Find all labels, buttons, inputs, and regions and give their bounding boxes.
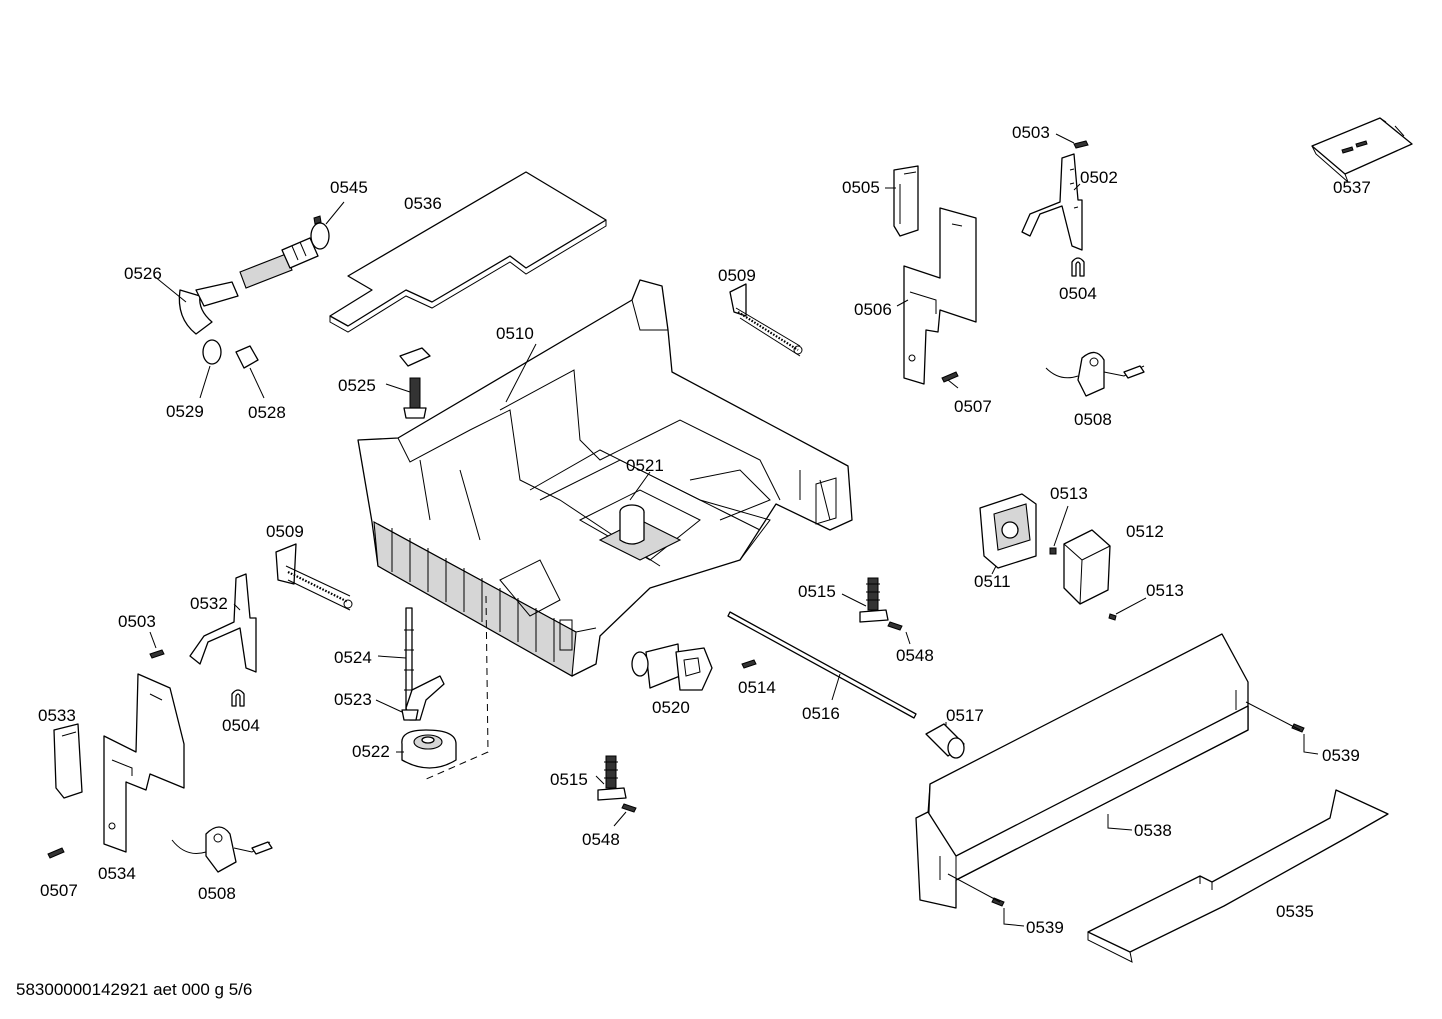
label-0539-left: 0539 <box>1026 918 1064 937</box>
label-0523: 0523 <box>334 690 372 709</box>
label-0507-left: 0507 <box>40 881 78 900</box>
label-0503-left: 0503 <box>118 612 156 631</box>
part-0512-cover <box>1063 529 1111 605</box>
part-0523-float-lever <box>375 675 445 721</box>
part-0514-screw <box>741 659 757 669</box>
part-0504-clip-top <box>1071 257 1085 277</box>
part-0513-screw-lower <box>1108 597 1147 621</box>
part-0510-base-tub <box>357 279 853 781</box>
part-0506-bracket <box>896 207 977 385</box>
part-0525-foot <box>385 347 431 419</box>
part-0528-clip <box>235 345 265 399</box>
part-0513-screw-upper <box>1049 505 1069 555</box>
label-0521: 0521 <box>626 456 664 475</box>
part-0534-bracket <box>103 673 185 853</box>
part-0545-hose-clamp <box>310 201 345 250</box>
part-0548-screw-upper <box>887 621 911 645</box>
label-0508-left: 0508 <box>198 884 236 903</box>
part-0517-cap <box>925 722 965 759</box>
label-0514: 0514 <box>738 678 776 697</box>
label-0520: 0520 <box>652 698 690 717</box>
part-0505-cover <box>885 165 919 237</box>
label-0535: 0535 <box>1276 902 1314 921</box>
part-0508-switch-left <box>171 826 273 873</box>
label-0537: 0537 <box>1333 178 1371 197</box>
label-0511: 0511 <box>974 572 1011 591</box>
label-0512: 0512 <box>1126 522 1164 541</box>
part-0509-spring-top <box>729 283 803 357</box>
label-0529: 0529 <box>166 402 204 421</box>
label-0536: 0536 <box>404 194 442 213</box>
label-0506: 0506 <box>854 300 892 319</box>
label-0526: 0526 <box>124 264 162 283</box>
part-0503-screw-top <box>1055 133 1089 149</box>
part-labels: 0503 0502 0505 0537 0545 0536 0526 0509 … <box>38 123 1371 937</box>
part-0539-screw-right <box>1245 701 1319 755</box>
label-0508-top: 0508 <box>1074 410 1112 429</box>
part-0548-screw-lower <box>613 803 637 827</box>
part-0515-foot-upper <box>841 577 889 623</box>
part-0511-housing <box>979 493 1037 575</box>
label-0522: 0522 <box>352 742 390 761</box>
label-0504-top: 0504 <box>1059 284 1097 303</box>
label-0539-right: 0539 <box>1322 746 1360 765</box>
label-0534: 0534 <box>98 864 136 883</box>
part-0502-bracket <box>1021 153 1083 251</box>
part-0509-spring-left <box>275 543 353 611</box>
label-0548-upper: 0548 <box>896 646 934 665</box>
label-0510: 0510 <box>496 324 534 343</box>
part-0533-cover <box>53 723 83 799</box>
label-0545: 0545 <box>330 178 368 197</box>
label-0548-lower: 0548 <box>582 830 620 849</box>
label-0524: 0524 <box>334 648 372 667</box>
label-0513-upper: 0513 <box>1050 484 1088 503</box>
label-0507-top: 0507 <box>954 397 992 416</box>
part-0520-inlet-valve <box>631 643 713 691</box>
label-0509-top: 0509 <box>718 266 756 285</box>
label-0513-lower: 0513 <box>1146 581 1184 600</box>
label-0517: 0517 <box>946 706 984 725</box>
label-0532: 0532 <box>190 594 228 613</box>
part-0504-clip-left <box>231 689 245 707</box>
part-0508-switch-top <box>1045 351 1145 397</box>
part-0539-screw-left <box>947 873 1025 927</box>
label-0502: 0502 <box>1080 168 1118 187</box>
label-0515-lower: 0515 <box>550 770 588 789</box>
label-0505: 0505 <box>842 178 880 197</box>
label-0538: 0538 <box>1134 821 1172 840</box>
document-id: 58300000142921 aet 000 g 5/6 <box>16 980 253 999</box>
part-0537-screw-bag <box>1311 117 1413 183</box>
part-0503-screw-left <box>149 631 165 659</box>
label-0516: 0516 <box>802 704 840 723</box>
label-0533: 0533 <box>38 706 76 725</box>
label-0503-top: 0503 <box>1012 123 1050 142</box>
part-0538-front-panel <box>915 633 1249 909</box>
label-0525: 0525 <box>338 376 376 395</box>
label-0504-left: 0504 <box>222 716 260 735</box>
label-0515-upper: 0515 <box>798 582 836 601</box>
part-0522-float <box>396 729 457 769</box>
part-0535-base-strip <box>1087 789 1389 963</box>
label-0528: 0528 <box>248 403 286 422</box>
part-0526-drain-hose <box>153 237 319 335</box>
part-0507-screw-top <box>941 371 959 389</box>
label-0509-left: 0509 <box>266 522 304 541</box>
part-0536-cover-plate <box>329 171 607 333</box>
part-0532-bracket <box>189 573 257 673</box>
part-0524-float-rod <box>377 607 414 713</box>
part-0515-foot-lower <box>595 755 627 801</box>
part-0516-rod <box>727 611 917 719</box>
part-0529-hose-clamp <box>199 339 222 399</box>
part-0507-screw-left <box>47 847 65 859</box>
